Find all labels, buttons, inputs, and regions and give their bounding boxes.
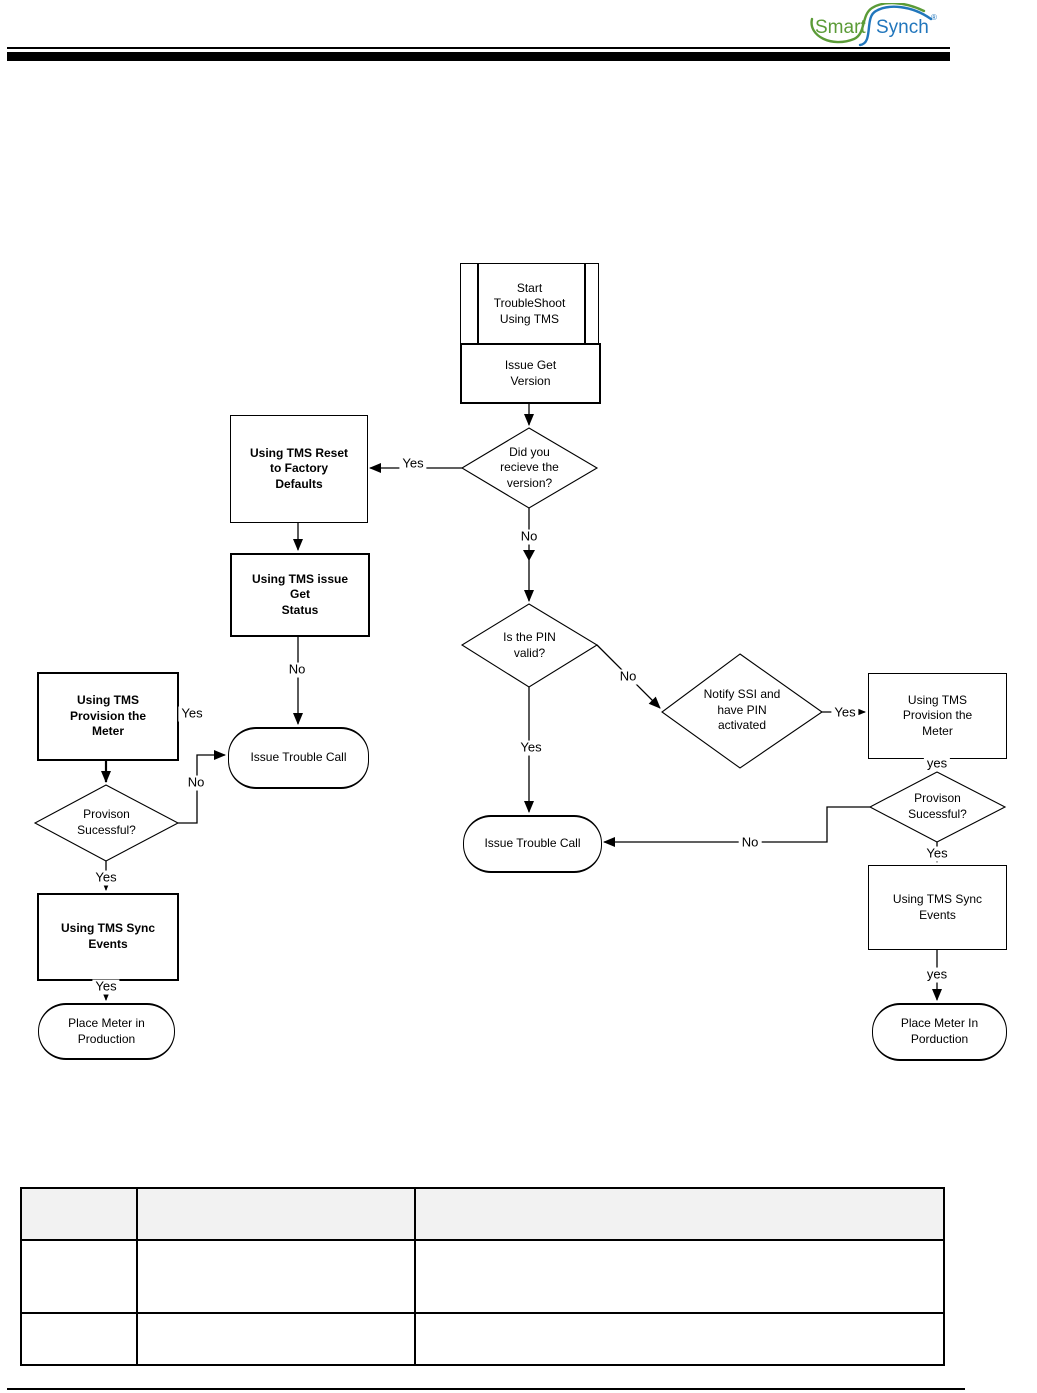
table-cell — [20, 1239, 138, 1314]
node-sync-events-right: Using TMS Sync Events — [868, 865, 1007, 950]
decision-label-provision-successful-right: Provison Sucessful? — [908, 791, 967, 821]
node-label: Using TMS Provision the Meter — [69, 693, 146, 739]
edge-label-yes: yes — [923, 756, 951, 772]
node-provision-meter-left: Using TMS Provision the Meter — [37, 672, 179, 761]
edge-label-no: No — [616, 669, 640, 685]
node-label: Using TMS issue Get Status — [251, 571, 349, 617]
table-header-cell — [136, 1187, 416, 1241]
decision-notify-ssi — [661, 653, 823, 769]
decision-label-notify-ssi: Notify SSI and have PIN activated — [703, 687, 781, 733]
bottom-table — [20, 1187, 945, 1366]
node-start-troubleshoot: Start TroubleShoot Using TMS — [460, 263, 599, 345]
decision-label-pin-valid: Is the PIN valid? — [503, 630, 556, 660]
decision-did-you-receive-version — [460, 427, 599, 509]
logo-swoosh-blue — [858, 5, 933, 47]
node-issue-get-status: Using TMS issue Get Status — [230, 553, 370, 637]
node-label: Using TMS Reset to Factory Defaults — [249, 445, 348, 491]
predefined-process-bar — [584, 264, 586, 344]
table-cell — [136, 1312, 416, 1366]
node-label: Place Meter In Porduction — [900, 1016, 979, 1046]
edge-label-yes: Yes — [517, 740, 545, 756]
logo-registered-mark: ® — [931, 13, 937, 22]
edge-label-no: No — [285, 662, 309, 678]
edge-label-no: No — [738, 835, 762, 851]
table-header-cell — [414, 1187, 945, 1241]
node-label: Using TMS Sync Events — [60, 921, 155, 951]
mid-arrowhead — [523, 550, 535, 561]
table-header-cell — [20, 1187, 138, 1241]
edge-label-yes: Yes — [399, 456, 427, 472]
table-cell — [136, 1239, 416, 1314]
table-cell — [414, 1239, 945, 1314]
terminator-issue-trouble-call-left: Issue Trouble Call — [228, 727, 369, 789]
smartsynch-logo: Smart Synch ® — [810, 3, 937, 47]
decision-provision-successful-left — [33, 784, 180, 862]
node-sync-events-left: Using TMS Sync Events — [37, 893, 179, 981]
decision-provision-successful-right — [868, 771, 1007, 843]
logo-swoosh-green — [810, 3, 926, 44]
footer-rule — [7, 1388, 965, 1390]
edge-label-yes: Yes — [923, 846, 951, 862]
node-label: Using TMS Sync Events — [892, 891, 983, 922]
edge-label-yes: yes — [923, 967, 951, 983]
edge-label-yes: Yes — [92, 979, 120, 995]
terminator-issue-trouble-call-center: Issue Trouble Call — [463, 815, 602, 873]
node-reset-factory-defaults: Using TMS Reset to Factory Defaults — [230, 415, 368, 523]
predefined-process-bar — [477, 264, 479, 344]
edge-label-no: No — [517, 529, 541, 545]
node-label: Issue Trouble Call — [250, 750, 347, 765]
decision-is-pin-valid — [460, 603, 599, 688]
edge-label-no: No — [184, 775, 208, 791]
logo-text-synch: Synch — [876, 17, 929, 38]
table-header-row — [20, 1187, 945, 1241]
table-row — [20, 1239, 945, 1314]
terminator-place-meter-production-right: Place Meter In Porduction — [872, 1003, 1007, 1061]
node-label: Issue Trouble Call — [484, 836, 581, 851]
table-cell — [414, 1312, 945, 1366]
node-label: Start TroubleShoot Using TMS — [493, 280, 566, 326]
node-label: Issue Get Version — [504, 357, 557, 388]
header-bar — [7, 52, 950, 61]
edge-label-yes: Yes — [178, 706, 206, 722]
header-rule — [7, 47, 950, 49]
node-issue-get-version: Issue Get Version — [460, 343, 601, 404]
node-provision-meter-right: Using TMS Provision the Meter — [868, 673, 1007, 759]
edge-label-yes: Yes — [92, 870, 120, 886]
node-label: Using TMS Provision the Meter — [902, 692, 973, 738]
table-cell — [20, 1312, 138, 1366]
terminator-place-meter-production-left: Place Meter in Production — [38, 1003, 175, 1060]
edge-label-yes: Yes — [831, 705, 859, 721]
decision-label-provision-successful-left: Provison Sucessful? — [77, 807, 136, 837]
decision-label-receive-version: Did you recieve the version? — [500, 444, 559, 490]
node-label: Place Meter in Production — [68, 1015, 145, 1046]
logo-text-smart: Smart — [815, 17, 866, 38]
table-row — [20, 1312, 945, 1366]
